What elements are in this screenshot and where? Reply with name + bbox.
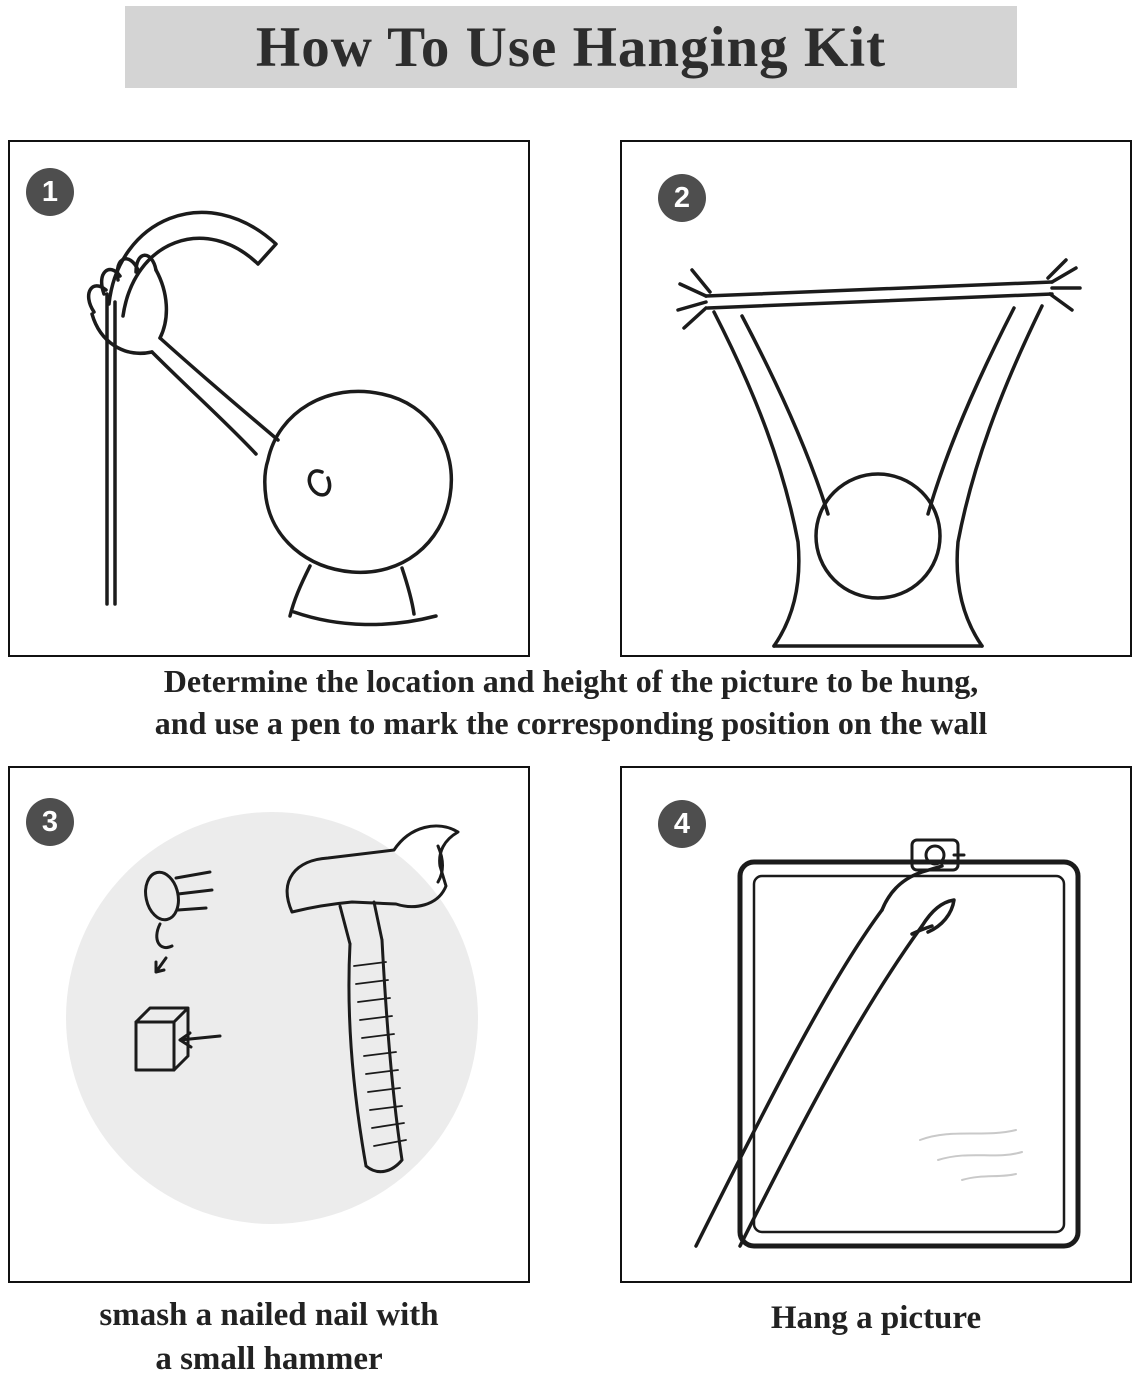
step-number: 3: [41, 805, 59, 838]
mark-wall-illustration: [87, 210, 453, 627]
faint-sketch-lines: [919, 1129, 1023, 1181]
step-panel-1: 1: [8, 140, 530, 657]
hang-picture-illustration: [694, 838, 1081, 1249]
step-number: 2: [673, 181, 691, 214]
caption-line-1: Hang a picture: [770, 1300, 982, 1336]
step-panel-4: 4: [620, 766, 1132, 1283]
step-number-badge: 2: [658, 174, 706, 222]
step-panel-3: 3: [8, 766, 530, 1283]
hold-frame-illustration: [676, 258, 1082, 648]
caption-line-1: smash a nailed nail with: [99, 1297, 439, 1333]
step-panel-2: 2: [620, 140, 1132, 657]
hammer-nail-illustration: [66, 812, 478, 1224]
step-number: 4: [673, 807, 691, 840]
step-3-caption: smash a nailed nail with a small hammer: [0, 1293, 538, 1376]
caption-line-2: a small hammer: [155, 1341, 383, 1376]
title-bar: How To Use Hanging Kit: [125, 6, 1017, 88]
caption-line-1: Determine the location and height of the…: [163, 663, 979, 699]
step-4-caption: Hang a picture: [620, 1300, 1132, 1337]
step-number-badge: 4: [658, 800, 706, 848]
page-title: How To Use Hanging Kit: [255, 15, 887, 79]
step-number-badge: 3: [26, 798, 74, 846]
step-number-badge: 1: [26, 168, 74, 216]
gray-circle-background: [66, 812, 478, 1224]
caption-line-2: and use a pen to mark the corresponding …: [154, 705, 988, 741]
step-number: 1: [41, 175, 59, 208]
steps-1-2-caption: Determine the location and height of the…: [0, 660, 1142, 744]
